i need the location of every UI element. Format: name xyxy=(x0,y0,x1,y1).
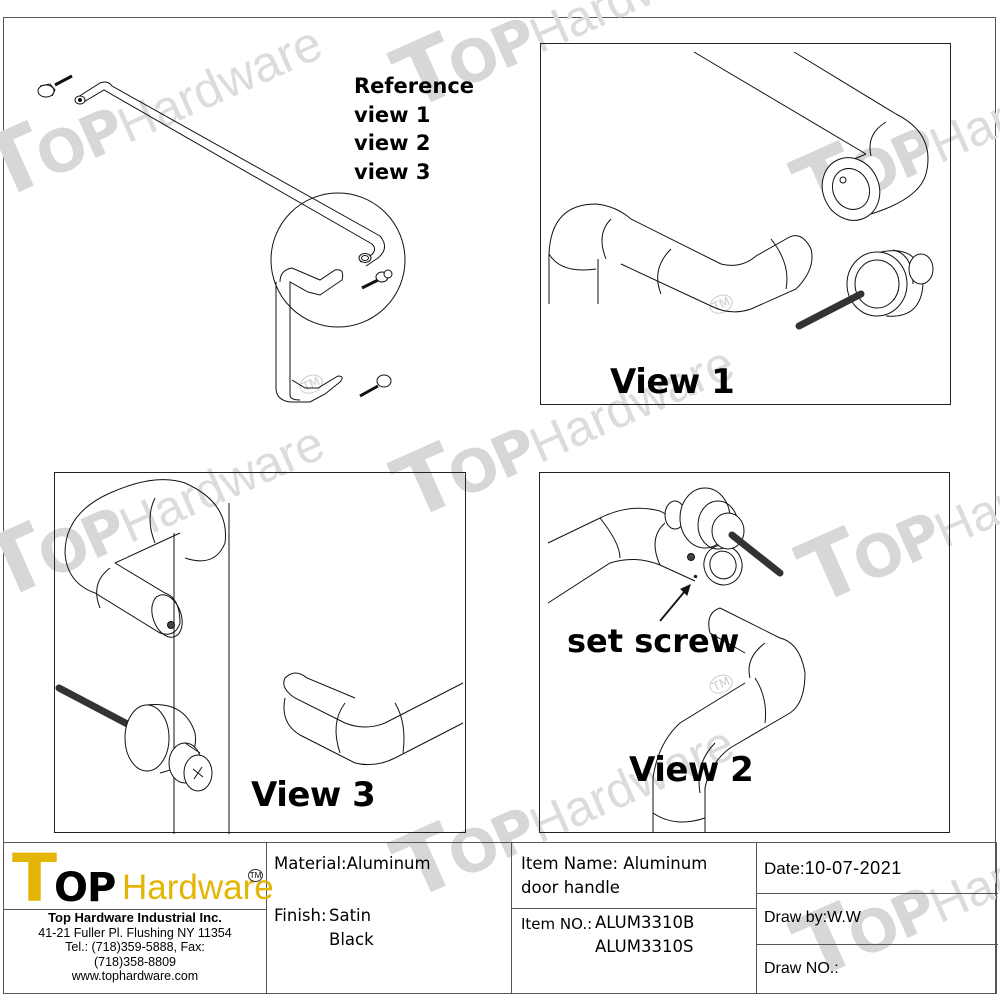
view-3-label: View 3 xyxy=(251,775,376,815)
item-name-field: Item Name: Aluminum xyxy=(521,852,707,876)
reference-diagram xyxy=(37,74,406,403)
divider xyxy=(511,908,756,909)
set-screw-callout: set screw xyxy=(567,622,740,660)
date-value: 10-07-2021 xyxy=(804,858,902,878)
title-block: T OP Hardware TM Top Hardware Industrial… xyxy=(3,840,998,994)
divider xyxy=(756,893,998,894)
company-info: Top Hardware Industrial Inc. 41-21 Fulle… xyxy=(4,910,266,984)
view-1-label: View 1 xyxy=(610,362,735,402)
screw-icon xyxy=(37,74,73,98)
view-3-panel xyxy=(54,472,466,834)
view-3-drawing xyxy=(55,479,464,834)
reference-title: Reference xyxy=(354,74,475,98)
reference-item: view 1 xyxy=(354,102,431,127)
item-no-value-line1: ALUM3310B xyxy=(595,913,695,932)
divider xyxy=(511,843,512,994)
company-address: 41-21 Fuller Pl. Flushing NY 11354 xyxy=(38,925,232,940)
draw-no-label: Draw NO.: xyxy=(764,960,839,977)
company-tel: Tel.: (718)359-5888, Fax: xyxy=(65,940,205,955)
divider xyxy=(4,909,266,910)
divider xyxy=(266,843,267,994)
finish-value-line1: Satin xyxy=(329,906,372,925)
material-field: Material:Aluminum xyxy=(274,852,431,876)
draw-no-field: Draw NO.: xyxy=(764,957,839,981)
reference-item: view 3 xyxy=(354,159,431,184)
finish-value-line2: Black xyxy=(329,930,374,949)
company-logo: T OP Hardware TM xyxy=(10,840,274,917)
item-no-label: Item NO.: xyxy=(521,915,593,933)
logo-mark: T xyxy=(12,840,58,917)
reference-item: view 2 xyxy=(354,131,431,155)
reference-labels: Reference view 1 view 2 view 3 xyxy=(354,72,474,186)
view-2-panel xyxy=(539,472,950,833)
view-2-label: View 2 xyxy=(629,750,754,790)
divider xyxy=(756,944,998,945)
draw-by-value: W.W xyxy=(827,909,861,926)
logo-mark-op: OP xyxy=(54,865,116,911)
draw-by-label: Draw by: xyxy=(764,909,828,926)
item-name-label: Item Name: xyxy=(521,854,619,873)
company-name: Top Hardware Industrial Inc. xyxy=(48,910,222,925)
trademark-icon: TM xyxy=(248,869,263,882)
finish-label: Finish: xyxy=(274,906,327,925)
item-name-value-line1: Aluminum xyxy=(623,854,708,873)
item-no-value-line2: ALUM3310S xyxy=(595,937,694,956)
view-2-drawing xyxy=(547,487,806,833)
date-label: Date: xyxy=(764,859,805,878)
material-label: Material: xyxy=(274,854,347,873)
company-fax: (718)358-8809 xyxy=(93,954,176,969)
date-field: Date:10-07-2021 xyxy=(764,856,902,881)
item-name-value-line2: door handle xyxy=(521,878,620,897)
divider xyxy=(756,843,757,994)
company-website[interactable]: www.tophardware.com xyxy=(71,969,199,984)
view-1-drawing xyxy=(548,51,934,330)
draw-by-field: Draw by:W.W xyxy=(764,906,861,930)
view-1-panel xyxy=(540,43,951,405)
material-value: Aluminum xyxy=(346,854,431,873)
